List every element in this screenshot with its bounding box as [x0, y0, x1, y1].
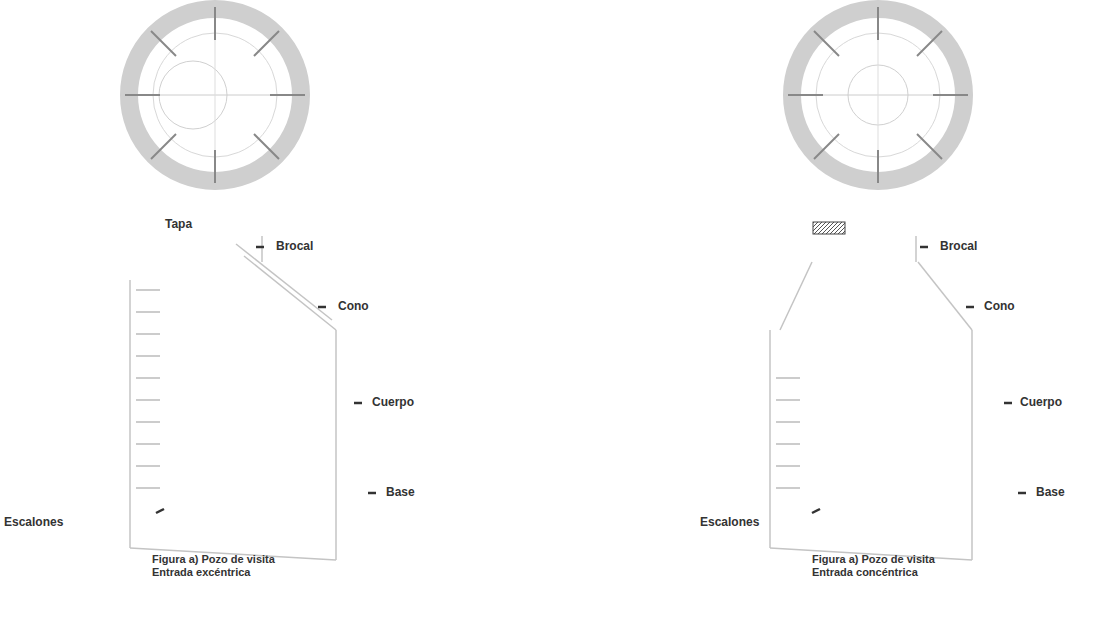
part-label: Cuerpo — [372, 395, 414, 409]
leader-marks — [156, 247, 1026, 513]
figure-caption: Figura a) Pozo de visita Entrada excéntr… — [152, 553, 302, 579]
part-label: Brocal — [940, 239, 977, 253]
section-concentric — [770, 222, 972, 560]
part-label: Cuerpo — [1020, 395, 1062, 409]
part-label: Base — [386, 485, 415, 499]
part-label: Base — [1036, 485, 1065, 499]
part-label: Cono — [984, 299, 1015, 313]
part-label: Escalones — [700, 515, 759, 529]
part-label: Cono — [338, 299, 369, 313]
top-view-concentric — [788, 7, 968, 183]
part-label: Escalones — [4, 515, 63, 529]
section-eccentric — [130, 236, 336, 560]
part-label: Brocal — [276, 239, 313, 253]
part-label: Tapa — [165, 217, 192, 231]
top-view-eccentric — [125, 7, 305, 183]
figure-caption: Figura a) Pozo de visita Entrada concént… — [812, 553, 962, 579]
